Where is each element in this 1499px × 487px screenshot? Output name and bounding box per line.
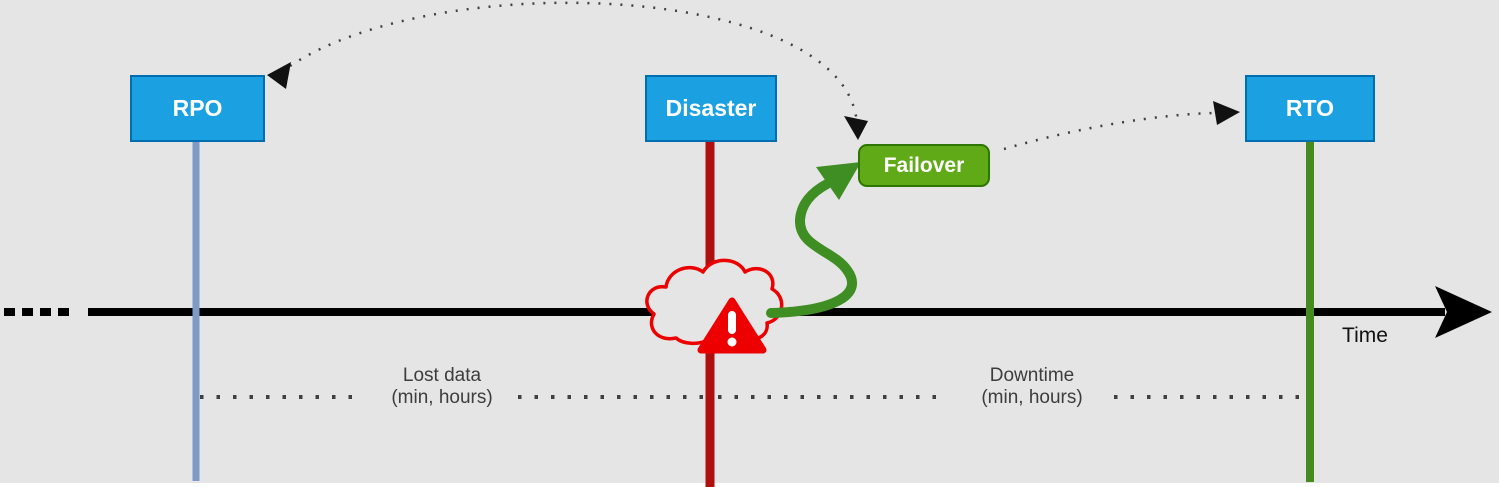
- failover-curved-arrow: [766, 162, 861, 318]
- lost-data-label-line2: (min, hours): [391, 387, 493, 408]
- timeline-arrowhead-icon: [1435, 286, 1492, 338]
- downtime-label-line1: Downtime: [989, 365, 1075, 386]
- rto-node: RTO: [1245, 75, 1375, 142]
- arrowhead-to-rpo-icon: [267, 62, 291, 89]
- rpo-node-label: RPO: [172, 95, 223, 121]
- lost-data-label: Lost data (min, hours): [352, 365, 532, 409]
- warning-triangle-icon: [697, 297, 767, 354]
- downtime-label-line2: (min, hours): [981, 387, 1083, 408]
- downtime-label: Downtime (min, hours): [942, 365, 1122, 409]
- disaster-node-label: Disaster: [665, 95, 757, 121]
- failover-to-rpo-dotted-arrow: [267, 1, 868, 140]
- arrowhead-to-rto-icon: [1213, 101, 1240, 125]
- disaster-node: Disaster: [645, 75, 777, 142]
- arrowhead-to-failover-icon: [844, 116, 868, 140]
- lost-data-label-line1: Lost data: [402, 365, 482, 386]
- rto-node-label: RTO: [1285, 95, 1335, 121]
- time-axis-label: Time: [1342, 324, 1388, 347]
- rpo-node: RPO: [130, 75, 265, 142]
- failover-arrowhead-icon: [816, 162, 861, 200]
- failover-node: Failover: [858, 144, 990, 187]
- failover-to-rto-dotted-arrow: [1003, 101, 1240, 151]
- exclamation-dot: [727, 337, 737, 347]
- failover-node-label: Failover: [883, 153, 965, 177]
- exclamation-bar: [728, 311, 736, 334]
